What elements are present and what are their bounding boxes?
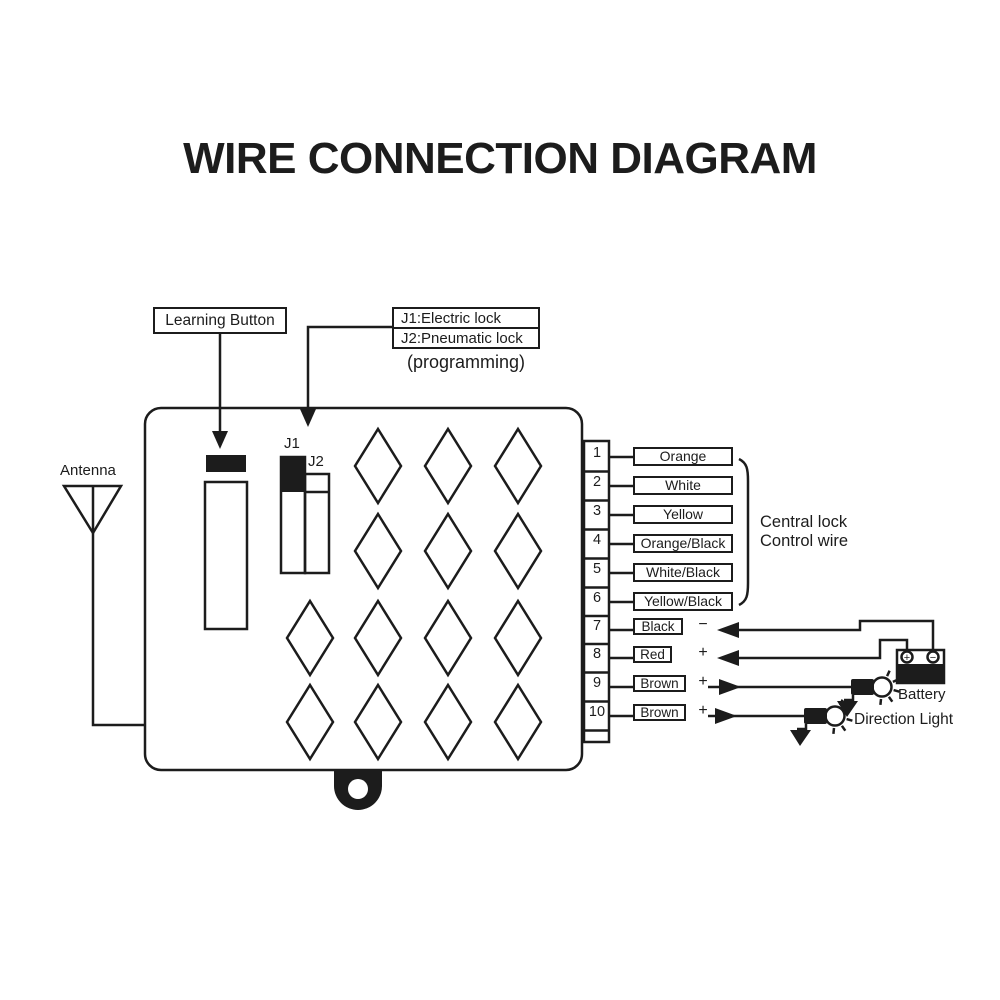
direction-light-icon (837, 670, 900, 717)
central-lock-label-line2: Control wire (760, 532, 849, 550)
battery-positive-terminal: + (904, 652, 910, 664)
programming-note: (programming) (406, 352, 526, 372)
direction-light-wires (708, 679, 852, 724)
wire-polarity: + (698, 644, 708, 661)
component-slot (203, 480, 249, 631)
learning-button-arrowhead (212, 431, 228, 449)
main-unit-outline (143, 406, 584, 810)
wire-polarity: + (698, 702, 708, 719)
diamond-pattern (285, 427, 543, 761)
pin-number: 2 (592, 474, 602, 490)
wire-color-label: Red (633, 646, 672, 663)
jumper-connectors (279, 455, 331, 575)
jumper-arrowhead (300, 409, 316, 427)
wire-color-label: Orange (633, 447, 733, 466)
page-title: WIRE CONNECTION DIAGRAM (183, 134, 817, 183)
wire-color-label: Brown (633, 704, 686, 721)
pin-connector-strip (582, 439, 633, 744)
light-rays (879, 670, 900, 706)
pin-number: 5 (592, 561, 602, 577)
pin-number: 9 (592, 675, 602, 691)
j1-jumper-cap (281, 457, 305, 492)
j1-lock-callout: J1:Electric lock (392, 307, 540, 329)
wire-color-label: Brown (633, 675, 686, 692)
pin-number: 3 (592, 503, 602, 519)
wire-color-label: Yellow (633, 505, 733, 524)
learning-button-indicator (203, 455, 249, 631)
learning-button-callout: Learning Button (153, 307, 287, 334)
central-lock-bracket (738, 457, 750, 607)
wire-color-label: White (633, 476, 733, 495)
light-rays (832, 699, 853, 735)
brown-wire-1-arrowhead (719, 679, 741, 695)
callout-arrows (212, 325, 392, 449)
pin-number: 1 (592, 445, 602, 461)
pin-number: 4 (592, 532, 602, 548)
pin-number: 10 (588, 704, 606, 720)
ground-arrowhead (790, 730, 811, 746)
learning-button-pad (206, 455, 246, 472)
mounting-hole (348, 779, 368, 799)
red-wire (722, 638, 909, 660)
pin-number: 8 (592, 646, 602, 662)
battery-label: Battery (898, 686, 946, 703)
black-wire-arrowhead (717, 622, 739, 638)
battery-negative-terminal: − (930, 652, 936, 664)
wire-color-label: Orange/Black (633, 534, 733, 553)
antenna-symbol (61, 484, 145, 727)
pin-number: 7 (592, 618, 602, 634)
battery-wires (717, 619, 935, 666)
wire-polarity: + (698, 673, 708, 690)
red-wire-arrowhead (717, 650, 739, 666)
jumper-pointer-line (306, 325, 392, 410)
wire-polarity: − (698, 616, 708, 633)
antenna-label: Antenna (60, 462, 116, 479)
j2-pin-label: J2 (308, 453, 324, 470)
black-wire (722, 619, 935, 650)
pin-number: 6 (592, 590, 602, 606)
direction-light-label: Direction Light (854, 711, 954, 728)
brown-wire-2-arrowhead (715, 708, 737, 724)
wire-color-label: Black (633, 618, 683, 635)
wire-color-label: Yellow/Black (633, 592, 733, 611)
direction-light-icon (790, 699, 853, 746)
pin-stub-wires (609, 455, 633, 718)
battery-icon: + − (895, 648, 946, 685)
j2-lock-callout: J2:Pneumatic lock (392, 327, 540, 349)
j1-pin-label: J1 (284, 435, 300, 452)
central-lock-label-line1: Central lock (760, 513, 848, 531)
wire-color-label: White/Black (633, 563, 733, 582)
